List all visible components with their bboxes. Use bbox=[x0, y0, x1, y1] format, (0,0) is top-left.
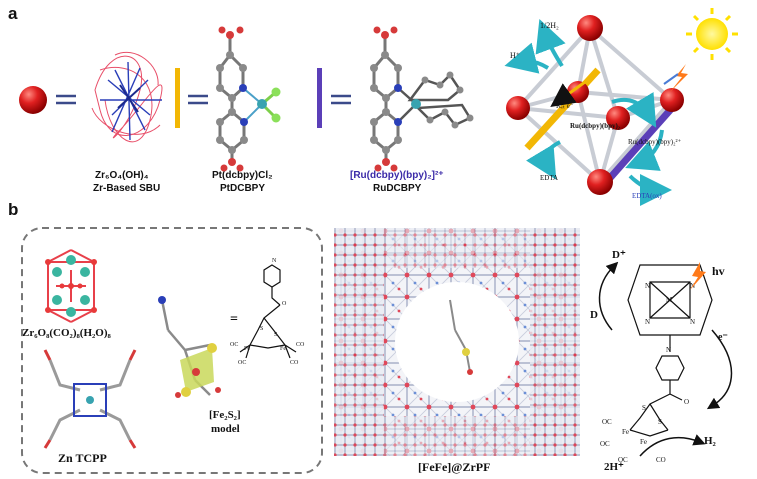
co-mech: CO bbox=[656, 456, 666, 464]
n1: N bbox=[645, 282, 650, 290]
d-plus-label: D⁺ bbox=[612, 249, 626, 261]
h-plus-label: H⁺ bbox=[510, 51, 520, 60]
co-2: OC bbox=[238, 360, 246, 366]
fe2s2-2d-drawing bbox=[239, 264, 297, 359]
ru-dcbpy-structure bbox=[370, 26, 474, 172]
vertex-bottom bbox=[587, 169, 613, 195]
panel-b-label: b bbox=[8, 200, 19, 219]
fe2s2-3d-structure bbox=[158, 296, 221, 398]
n3: N bbox=[645, 318, 650, 326]
model-label: model bbox=[211, 423, 240, 435]
s-mech-2: S bbox=[658, 418, 662, 426]
n4: N bbox=[690, 318, 695, 326]
fe2s2-label: [Fe₂S₂] bbox=[209, 409, 241, 421]
carbonyl-o: O bbox=[282, 301, 287, 307]
yellow-edge bbox=[524, 67, 601, 151]
pt-name: PtDCBPY bbox=[220, 183, 266, 194]
co-4: CO bbox=[290, 360, 299, 366]
hv-label: hv bbox=[712, 264, 725, 278]
ket-label: Kₑₜ e⁻ bbox=[556, 102, 574, 110]
zn-tcpp-label: Zn TCPP bbox=[58, 451, 107, 465]
edta-ox-label: EDTA(ox) bbox=[632, 192, 662, 200]
e-minus-label: e⁻ bbox=[718, 332, 728, 343]
fe-left: Fe bbox=[244, 346, 250, 352]
fe-right: Fe bbox=[280, 346, 286, 352]
purple-divider bbox=[317, 68, 322, 128]
zrpf-framework bbox=[334, 228, 580, 456]
components-box bbox=[21, 227, 323, 474]
amide-o: O bbox=[684, 398, 689, 406]
sun-icon bbox=[686, 8, 738, 60]
edta-label: EDTA bbox=[540, 174, 558, 182]
lightning-icon-2 bbox=[663, 73, 679, 85]
two-h-plus-label: 2H⁺ bbox=[604, 461, 624, 473]
sbu-formula: Zr₆O₄(OH)₄ bbox=[95, 170, 149, 181]
porphyrin-catalyst bbox=[627, 264, 713, 437]
vertex-right bbox=[660, 88, 684, 112]
equals-icon-3 bbox=[331, 94, 351, 105]
pyridine-n: N bbox=[272, 258, 277, 264]
fe-mech-2: Fe bbox=[640, 438, 647, 446]
d-label: D bbox=[590, 309, 598, 321]
h2-arrow bbox=[639, 434, 706, 457]
oc-1: OC bbox=[602, 418, 612, 426]
metal-center: M bbox=[666, 296, 673, 304]
framework-label: [FeFe]@ZrPF bbox=[418, 460, 491, 474]
fe-mech-1: Fe bbox=[622, 428, 629, 436]
h2-label: H₂ bbox=[704, 435, 717, 447]
equals-icon-2 bbox=[188, 94, 208, 105]
half-h2-label: 1/2H₂ bbox=[540, 21, 559, 30]
zn-tcpp-structure bbox=[43, 349, 137, 449]
pt-dcbpy-structure bbox=[216, 26, 281, 172]
electron-arrow bbox=[706, 329, 733, 410]
equals-icon bbox=[56, 94, 76, 105]
donor-arrow bbox=[598, 261, 619, 331]
zr-node-formula: Zr₆O₈(CO₂)₈(H₂O)₈ bbox=[22, 327, 111, 339]
co-3: CO bbox=[296, 342, 305, 348]
s-mech-1: S bbox=[642, 404, 646, 412]
oc-3: OC bbox=[618, 456, 628, 464]
ru-name: RuDCBPY bbox=[373, 183, 422, 194]
panel-a-label: a bbox=[8, 4, 18, 23]
zr-node-cluster bbox=[45, 249, 97, 323]
vertex-left bbox=[506, 96, 530, 120]
sbu-sphere bbox=[19, 86, 47, 114]
vertex-front bbox=[606, 106, 630, 130]
pt-formula: Pt(dcbpy)Cl₂ bbox=[212, 170, 273, 181]
equals-sign: = bbox=[230, 312, 238, 327]
ru-left-label: Ru(dcbpy)(bpy)₂ bbox=[570, 122, 620, 130]
thiolate-s2: S bbox=[274, 332, 277, 338]
yellow-divider bbox=[175, 68, 180, 128]
co-1: OC bbox=[230, 342, 238, 348]
oc-2: OC bbox=[600, 440, 610, 448]
axial-n: N bbox=[666, 346, 671, 354]
zr-sbu-structure bbox=[91, 51, 163, 143]
thiolate-s1: S bbox=[260, 326, 263, 332]
octahedron-scheme bbox=[504, 15, 684, 206]
hv-lightning-icon bbox=[690, 262, 706, 290]
ru-right-label: Ru(dcbpy)(bpy)₂²⁺ bbox=[628, 138, 682, 146]
vertex-top bbox=[577, 15, 603, 41]
sbu-name: Zr-Based SBU bbox=[93, 183, 161, 194]
ru-formula: [Ru(dcbpy)(bpy)₂]²⁺ bbox=[350, 170, 444, 181]
